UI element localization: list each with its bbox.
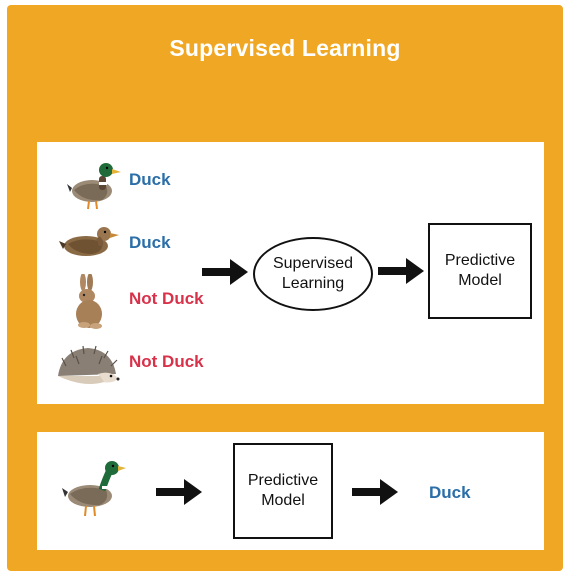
model-label-line1: Predictive [247,472,319,489]
rabbit-icon [76,274,102,329]
mallard-duck-icon [62,461,126,517]
model-label-line1: Predictive [444,252,516,269]
model-label-line2: Model [261,492,305,509]
process-label-line2: Learning [281,275,345,292]
arrow-right-icon [202,259,248,285]
female-duck-icon [59,227,119,256]
training-label: Not Duck [129,352,204,371]
arrow-right-icon [352,479,398,505]
model-label-line2: Model [458,272,502,289]
diagram-title: Supervised Learning [169,35,401,61]
arrow-right-icon [378,258,424,284]
hedgehog-icon [58,345,120,384]
training-label: Duck [129,170,171,189]
prediction-output-label: Duck [429,483,471,502]
training-label: Duck [129,233,171,252]
predictive-model-box: Predictive Model [428,223,532,319]
process-label-line1: Supervised [272,255,354,272]
training-label: Not Duck [129,289,204,308]
mallard-duck-icon [67,163,121,210]
supervised-learning-node: Supervised Learning [253,237,373,311]
arrow-right-icon [156,479,202,505]
predictive-model-box: Predictive Model [233,443,333,539]
